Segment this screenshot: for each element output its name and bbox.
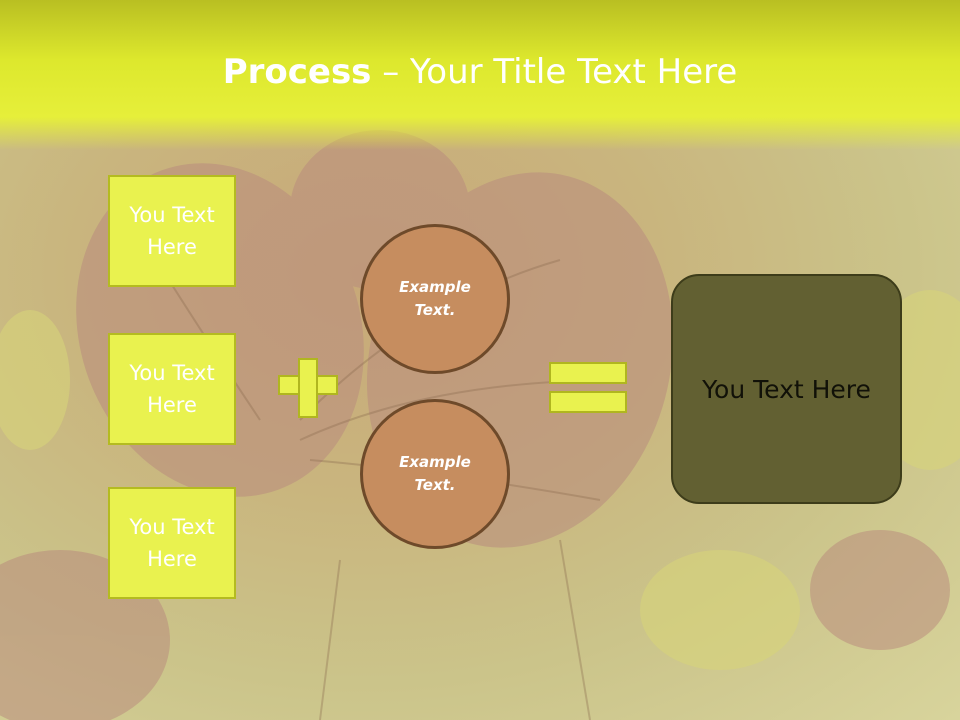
title-bar: [0, 0, 960, 150]
title-bold: Process: [222, 52, 372, 92]
text-box-3[interactable]: You Text Here: [108, 487, 236, 599]
text-box-1[interactable]: You Text Here: [108, 175, 236, 287]
text-box-2[interactable]: You Text Here: [108, 333, 236, 445]
slide-title[interactable]: Process – Your Title Text Here: [0, 52, 960, 92]
example-circle-2[interactable]: Example Text.: [360, 399, 510, 549]
example-circle-1[interactable]: Example Text.: [360, 224, 510, 374]
result-box[interactable]: You Text Here: [671, 274, 902, 504]
title-rest: – Your Title Text Here: [371, 52, 738, 92]
